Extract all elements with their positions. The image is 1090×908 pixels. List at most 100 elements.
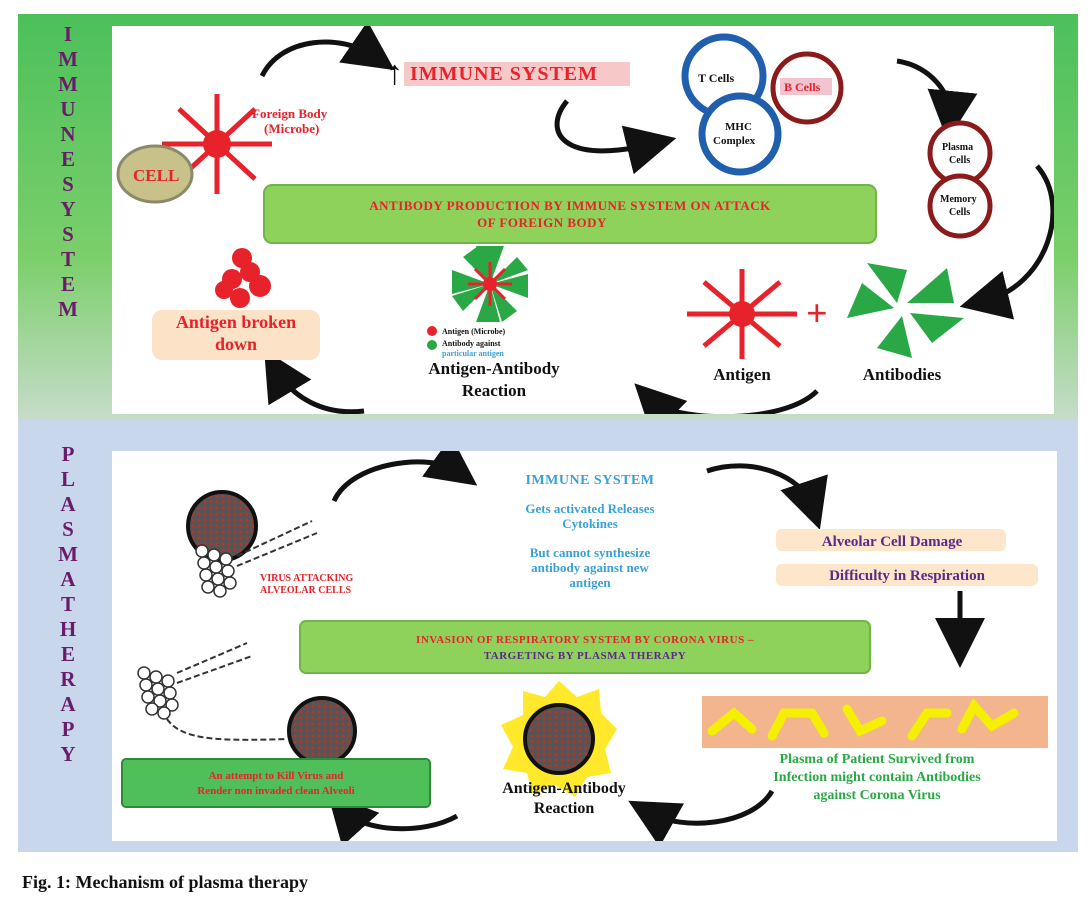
alveoli-cluster-icon (137, 666, 179, 720)
banner-line-2: OF FOREIGN BODY (477, 215, 607, 230)
kill-virus-scroll[interactable] (121, 758, 431, 808)
side-letter: E (60, 147, 75, 171)
cannot-synthesize-label-2: antibody against new (531, 560, 649, 575)
immune-system-title: IMMUNE SYSTEM (410, 63, 598, 85)
airway-lines (236, 520, 318, 567)
scroll-line-2: Render non invaded clean Alveoli (197, 785, 354, 797)
virus-attacking-label-2: ALVEOLAR CELLS (260, 585, 351, 596)
b-cells-highlight (780, 78, 832, 95)
side-letter: E (60, 642, 75, 666)
side-letter: S (62, 172, 74, 196)
alveolar-cells-icon (195, 544, 237, 598)
cannot-synthesize-label: But cannot synthesize (530, 545, 651, 560)
legend-antibody-dot (427, 340, 437, 350)
side-letter: A (60, 692, 76, 716)
side-letter: H (59, 617, 77, 641)
side-letter: S (62, 222, 74, 246)
antigen-star-icon (687, 269, 797, 359)
invasion-banner (299, 620, 871, 674)
legend-antibody-label-2: particular antigen (442, 349, 504, 358)
figure-frame: I M M U N E S Y S T E M P L A S M A T H … (18, 14, 1078, 852)
survived-label-2: Infection might contain Antibodies (773, 770, 981, 785)
antigen-broken-label-2: down (215, 334, 257, 354)
immune-title-highlight (404, 62, 630, 86)
side-letter: T (60, 247, 75, 271)
plasma-cells-label: Plasma (942, 142, 973, 153)
plasma-reaction-label: Antigen-Antibody (502, 780, 626, 797)
cycle-arrow (896, 58, 978, 141)
plasma-cells-label-2: Cells (949, 155, 970, 166)
antibodies-label: Antibodies (863, 365, 942, 384)
immune-system-vertical-label: I M M U N E S Y S T E M (18, 22, 118, 412)
side-letter: A (60, 567, 76, 591)
difficulty-highlight (776, 564, 1038, 586)
airway-lines (176, 642, 253, 684)
foreign-body-label: Foreign Body (252, 106, 328, 121)
foreign-body-label-2: (Microbe) (264, 121, 319, 136)
antibody-squiggles-icon (707, 698, 1019, 741)
side-letter: I (63, 22, 73, 46)
cycle-arrow (264, 349, 365, 415)
cycle-arrow (331, 436, 478, 503)
cycle-arrow (327, 792, 459, 847)
broken-highlight (152, 310, 320, 360)
antibodies-icon (847, 263, 964, 358)
broken-antigen-icon (215, 248, 271, 308)
survived-label-3: against Corona Virus (813, 788, 941, 803)
side-letter: Y (60, 197, 76, 221)
plasma-reaction-label-2: Reaction (534, 800, 595, 817)
memory-cells-label: Memory (940, 194, 977, 205)
cycle-arrow (706, 463, 828, 530)
antigen-antibody-complex-icon (452, 246, 528, 322)
side-letter: M (58, 72, 78, 96)
microbe-star-icon (162, 94, 272, 194)
up-arrow-icon: ↑ (386, 55, 403, 92)
immune-system-panel: ↑ IMMUNE SYSTEM Foreign Body (Microbe) C… (112, 21, 1056, 437)
legend-antigen-label: Antigen (Microbe) (442, 327, 506, 336)
side-letter: T (60, 592, 75, 616)
reaction-label-2: Reaction (462, 381, 527, 400)
cell-icon (116, 144, 194, 204)
cycle-arrow (628, 789, 775, 848)
scroll-line-1: An attempt to Kill Virus and (209, 770, 344, 782)
banner-line-1: ANTIBODY PRODUCTION BY IMMUNE SYSTEM ON … (369, 198, 771, 213)
alveolar-damage-label: Alveolar Cell Damage (822, 534, 963, 550)
mhc-label: MHC (725, 121, 752, 133)
side-letter: M (58, 47, 78, 71)
side-letter: M (58, 297, 78, 321)
damage-highlight (776, 529, 1006, 551)
difficulty-respiration-label: Difficulty in Respiration (829, 568, 985, 584)
invasion-banner-line-2: TARGETING BY PLASMA THERAPY (484, 650, 686, 662)
invasion-banner-line-1: INVASION OF RESPIRATORY SYSTEM BY CORONA… (416, 634, 754, 646)
plasma-immune-title: IMMUNE SYSTEM (525, 473, 654, 488)
cycle-arrow (634, 383, 819, 437)
b-cells-label: B Cells (784, 80, 821, 94)
antibody-production-banner (263, 184, 877, 244)
plasma-therapy-diagram: VIRUS ATTACKING ALVEOLAR CELLS IMMUNE SY… (121, 436, 1048, 848)
cycle-arrow (259, 21, 395, 78)
antigen-broken-label: Antigen broken (176, 312, 296, 332)
plasma-therapy-panel: VIRUS ATTACKING ALVEOLAR CELLS IMMUNE SY… (112, 436, 1057, 848)
virus-attacking-label: VIRUS ATTACKING (260, 573, 353, 584)
cell-label: CELL (133, 166, 179, 185)
plus-sign: + (806, 293, 828, 335)
mhc-complex-circle (698, 92, 782, 176)
cycle-arrow (959, 164, 1056, 320)
reaction-label: Antigen-Antibody (428, 359, 560, 378)
memory-cells-label-2: Cells (949, 207, 970, 218)
memory-cells-circle (927, 173, 993, 239)
legend-antigen-dot (427, 326, 437, 336)
side-letter: U (60, 97, 76, 121)
side-letter: R (60, 667, 76, 691)
side-letter: N (60, 122, 76, 146)
side-letter: P (61, 717, 75, 741)
neutralized-virus-icon (501, 681, 617, 797)
virus-icon-2 (287, 696, 357, 766)
cannot-synthesize-label-3: antigen (569, 575, 611, 590)
side-letter: A (60, 492, 76, 516)
immune-system-diagram: ↑ IMMUNE SYSTEM Foreign Body (Microbe) C… (116, 21, 1056, 437)
survived-label: Plasma of Patient Survived from (780, 752, 975, 767)
figure-caption: Fig. 1: Mechanism of plasma therapy (22, 872, 308, 892)
side-letter: M (58, 542, 78, 566)
cytokines-label-2: Cytokines (562, 516, 618, 531)
